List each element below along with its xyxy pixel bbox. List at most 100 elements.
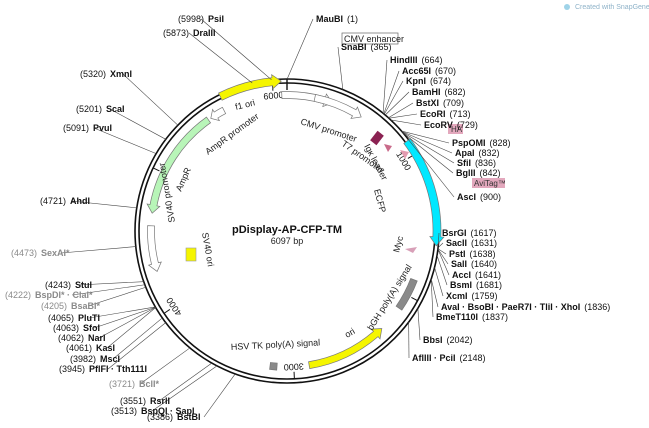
site-leader-line: [383, 70, 400, 114]
site-label: BbsI(2042): [423, 335, 473, 345]
site-leader-line: [286, 18, 314, 80]
site-name: AscI: [457, 192, 476, 202]
site-name: BmeT110I: [436, 312, 478, 322]
avitag-feature: [400, 150, 409, 159]
site-position: (713): [450, 109, 471, 119]
site-name: RsrII: [150, 396, 170, 406]
site-label: EcoRI(713): [420, 109, 471, 119]
site-label: (5998)PsiI: [178, 14, 224, 24]
site-leader-line: [106, 307, 156, 349]
site-name: PflFI · Tth111I: [89, 364, 147, 374]
site-label: AvaI · BsoBI · PaeR7I · TliI · XhoI(1836…: [441, 302, 610, 312]
site-label: (4062)NarI: [58, 333, 106, 343]
site-label: (5091)PvuI: [63, 123, 112, 133]
site-label: BstXI(709): [416, 98, 464, 108]
site-position: (3386): [147, 412, 173, 422]
myc-label: Myc: [391, 235, 405, 254]
site-name: SacII: [446, 238, 467, 248]
site-label: (5320)XmnI: [80, 69, 132, 79]
site-name: Acc65I: [402, 66, 431, 76]
site-label: AscI (900): [457, 192, 501, 202]
tick-mark: [411, 296, 418, 302]
site-leader-line: [384, 80, 404, 115]
site-position: (4721): [40, 196, 66, 206]
site-name: BstBI: [177, 412, 201, 422]
sv40-ori-feature: [185, 247, 197, 262]
site-position: (2148): [460, 353, 486, 363]
site-leader-line: [98, 307, 156, 339]
ori-label: ori: [343, 326, 357, 340]
site-leader-line: [408, 139, 455, 198]
site-label: BsmI(1681): [450, 280, 502, 290]
site-name: MscI: [100, 354, 120, 364]
site-position: (1836): [584, 302, 610, 312]
ha-tag-feature: [384, 144, 392, 152]
site-position: (5320): [80, 69, 106, 79]
site-leader-line: [112, 317, 163, 360]
site-position: (682): [445, 87, 466, 97]
site-leader-line: [385, 91, 410, 116]
tick-label: 6000: [263, 90, 284, 102]
site-name: SfiI: [457, 158, 471, 168]
site-label: KpnI (674): [406, 76, 451, 86]
credit-text: Created with SnapGene®: [575, 3, 649, 11]
site-leader-line: [388, 102, 414, 119]
site-name: BamHI: [412, 87, 441, 97]
ampr-feature: [146, 116, 212, 214]
site-position: (3945): [59, 364, 85, 374]
tick-mark: [163, 309, 171, 314]
site-leader-line: [139, 347, 191, 385]
site-position: (1631): [471, 238, 497, 248]
site-name: BspQI · SapI: [141, 406, 195, 416]
site-name: XcmI: [446, 291, 468, 301]
site-name: AflIII · PciI: [412, 353, 456, 363]
site-label: ApaI(832): [455, 148, 500, 158]
site-label: SfiI (836): [457, 158, 496, 168]
site-position: (4205): [41, 301, 67, 311]
site-leader-line: [122, 73, 179, 126]
ampr-promoter-feature: [210, 106, 227, 122]
site-leader-line: [388, 113, 418, 119]
site-position: (674): [430, 76, 451, 86]
site-leader-line: [430, 279, 434, 318]
bgh-polya-feature: [395, 278, 418, 311]
site-leader-line: [203, 373, 236, 418]
site-name: SfoI: [83, 323, 100, 333]
site-name: BclI*: [139, 379, 160, 389]
site-name: PluTI: [78, 313, 100, 323]
site-leader-line: [436, 255, 448, 286]
site-name: PspOMI: [452, 138, 486, 148]
site-position: (4473): [11, 248, 37, 258]
tick-label: 3000: [284, 361, 305, 372]
site-position: (4062): [58, 333, 84, 343]
hsv-tk-polya-feature: [269, 362, 278, 371]
site-position: (3513): [111, 406, 137, 416]
site-name: HindIII: [390, 55, 418, 65]
tick-label: 4000: [164, 296, 183, 318]
site-name: DraIII: [193, 28, 216, 38]
site-position: (729): [457, 120, 478, 130]
site-name: KpnI: [406, 76, 426, 86]
site-leader-line: [382, 59, 388, 114]
site-label: (3982)MscI: [70, 354, 120, 364]
site-leader-line: [401, 130, 450, 144]
site-position: (836): [475, 158, 496, 168]
site-position: (3551): [120, 396, 146, 406]
ecfp-feature: [403, 138, 445, 247]
site-leader-line: [87, 286, 146, 307]
site-position: (365): [371, 42, 392, 52]
site-label: (3513) BspQI · SapI: [111, 406, 195, 416]
cmv-promoter-label: CMV promoter: [299, 116, 358, 144]
site-position: (4222): [5, 290, 31, 300]
site-position: (1759): [472, 291, 498, 301]
sv40-ori-label: SV40 ori: [200, 232, 216, 268]
site-leader-line: [437, 249, 450, 276]
site-position: (5201): [76, 104, 102, 114]
site-name: BstXI: [416, 98, 439, 108]
site-label: SalI(1640): [451, 259, 497, 269]
features: [146, 74, 445, 371]
site-position: (900): [480, 192, 501, 202]
site-name: SalI: [451, 259, 467, 269]
site-label: (4243)StuI: [45, 280, 92, 290]
